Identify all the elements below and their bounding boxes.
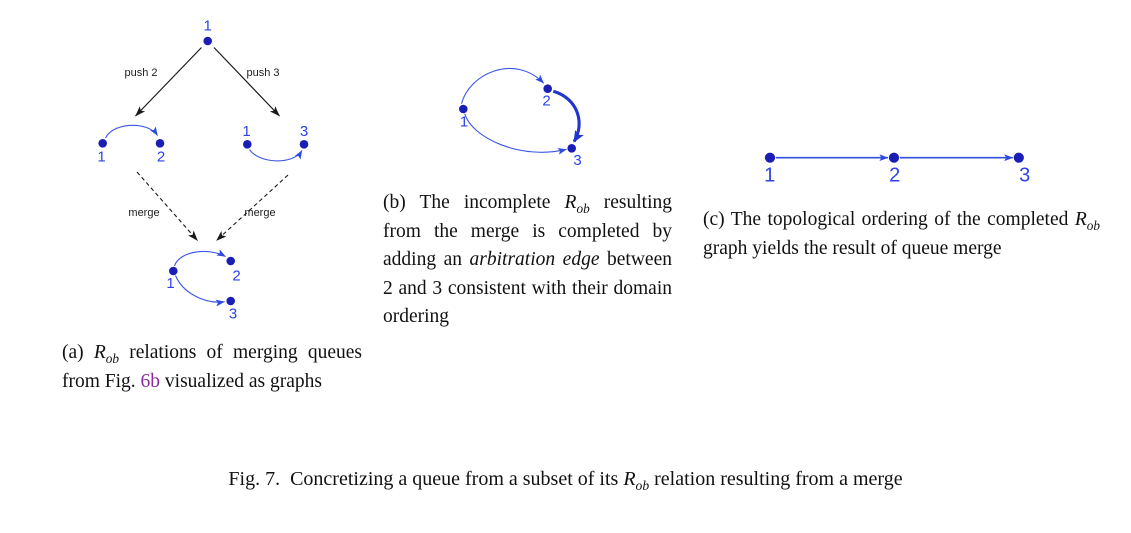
node-label: 2 xyxy=(542,93,550,110)
graph-node xyxy=(203,36,212,46)
diagram-a-merge-lattice: 1 push 2 push 3 1 2 1 3 merge merge 1 2 … xyxy=(97,18,309,323)
figure-caption-text: relation resulting from a merge xyxy=(649,468,903,490)
arbitration-edge-term: ar­bitration edge xyxy=(469,249,600,270)
rob-edge-1-2 xyxy=(173,249,226,267)
graph-node xyxy=(98,139,107,148)
subcaption-b-text: re­sulting from the merge is completed b… xyxy=(383,192,672,270)
node-label: 1 xyxy=(242,123,250,140)
node-label: 3 xyxy=(300,123,308,140)
graph-node xyxy=(764,152,776,163)
rob-edge-1-2 xyxy=(460,67,545,104)
graph-node xyxy=(243,140,252,149)
ref-link-6b[interactable]: 6b xyxy=(140,370,161,392)
push3-arrow xyxy=(213,47,280,117)
merge-left-label: merge xyxy=(128,207,159,219)
subcaption-c-text: (c) The topological ordering of the com­… xyxy=(703,209,1075,230)
graph-node xyxy=(169,266,178,276)
subcaption-c-text: graph yields the result of queue merge xyxy=(703,237,1002,259)
push2-label: push 2 xyxy=(124,67,157,79)
graph-node xyxy=(459,104,468,114)
rob-symbol: R xyxy=(623,468,636,490)
node-label: 2 xyxy=(889,165,900,187)
rob-subscript: ob xyxy=(1086,217,1100,233)
node-label: 3 xyxy=(1019,165,1030,187)
node-label: 2 xyxy=(157,149,165,166)
subcaption-b: (b) The incomplete Rob re­sulting from t… xyxy=(383,189,672,332)
merge-left-arrow xyxy=(136,171,198,241)
arbitration-edge-2-3 xyxy=(552,89,584,143)
push2-arrow xyxy=(135,47,202,117)
rob-symbol: R xyxy=(93,342,106,363)
rob-edge-1-2 xyxy=(105,124,158,139)
merge-right-label: merge xyxy=(244,207,275,219)
node-label: 1 xyxy=(764,165,775,187)
graph-node xyxy=(888,152,900,163)
subcaption-c: (c) The topological ordering of the com­… xyxy=(703,206,1100,263)
node-label: 1 xyxy=(166,275,174,292)
subcaption-a: (a) Rob relations of merging queues from… xyxy=(62,339,362,396)
graph-node xyxy=(226,256,235,266)
subcaption-a-text: relations of merging queues from Fig. xyxy=(62,342,362,392)
node-label: 1 xyxy=(460,114,468,131)
graph-node xyxy=(567,144,576,153)
graph-node xyxy=(299,140,309,149)
diagram-b-incomplete-rob: 1 2 3 xyxy=(459,67,584,169)
subcaption-a-text: (a) xyxy=(62,342,94,363)
node-label: 3 xyxy=(573,152,581,169)
merge-right-arrow xyxy=(216,174,289,241)
rob-subscript: ob xyxy=(635,478,650,493)
graph-node xyxy=(543,84,552,93)
rob-edge-1-3 xyxy=(464,113,567,155)
graph-node xyxy=(155,139,165,148)
graph-node xyxy=(226,296,235,306)
graph-node xyxy=(1013,152,1024,163)
node-label: 3 xyxy=(229,306,237,323)
subcaption-b-text: (b) The incomplete xyxy=(383,192,565,213)
rob-subscript: ob xyxy=(105,350,120,366)
node-label: 1 xyxy=(97,149,105,166)
push3-label: push 3 xyxy=(246,67,279,79)
figure-caption: Fig. 7. Concretizing a queue from a subs… xyxy=(0,465,1131,493)
figure-caption-text: Fig. 7. Concretizing a queue from a subs… xyxy=(228,468,624,490)
diagram-c-topological-order: 1 2 3 xyxy=(764,152,1030,187)
rob-symbol: R xyxy=(1074,209,1087,230)
subcaption-b-text: between 2 and 3 consistent with their do… xyxy=(383,249,672,327)
rob-edge-1-3 xyxy=(174,275,225,307)
rob-edge-1-3 xyxy=(249,149,303,162)
node-label: 2 xyxy=(232,268,240,285)
subcaption-a-text: visual­ized as graphs xyxy=(160,370,322,392)
rob-symbol: R xyxy=(564,192,577,213)
rob-subscript: ob xyxy=(576,200,590,216)
node-label: 1 xyxy=(204,18,212,35)
